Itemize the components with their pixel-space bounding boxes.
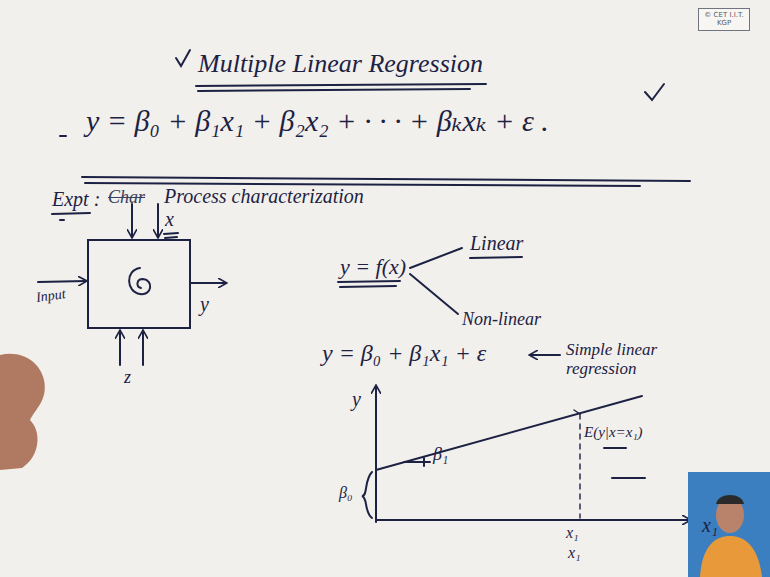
regression-line — [376, 396, 642, 470]
model-name: Simple linear regression — [566, 341, 691, 378]
y-axis — [375, 386, 377, 522]
model-equation: y = β₀ + β₁x₁ + β₂x₂ + · · · + βₖxₖ + ε … — [86, 104, 549, 137]
noise-label: z — [124, 368, 131, 388]
underline — [164, 233, 178, 234]
underline — [612, 477, 645, 479]
slope-label: β₁ — [433, 445, 448, 465]
branch-line — [410, 274, 458, 314]
factor-arrow — [131, 204, 133, 237]
hand — [0, 354, 45, 470]
simple-equation: y = β₀ + β₁x₁ + ε — [322, 340, 486, 366]
title-underline — [196, 84, 486, 86]
leader-line — [574, 410, 580, 414]
process-symbol — [129, 268, 150, 294]
underline — [165, 237, 177, 238]
branch-line — [410, 248, 462, 268]
underline — [52, 213, 90, 214]
factor-arrow — [157, 204, 159, 237]
guide-line — [579, 414, 580, 518]
x-axis — [376, 519, 690, 521]
struck-word: Char — [108, 188, 145, 208]
input-arrow — [38, 281, 86, 282]
tick-label: x₁ — [566, 524, 579, 542]
logo-text: © CET I.I.T. KGP — [702, 11, 746, 28]
factor-label: x — [165, 208, 174, 230]
expectation-label: E(y|x=x₁) — [584, 424, 643, 441]
axis-label: y — [352, 388, 361, 410]
process-box — [88, 240, 190, 328]
underline — [470, 257, 522, 258]
slope-mark — [404, 458, 430, 466]
equation-underline — [82, 177, 690, 181]
presenter-video — [688, 472, 770, 577]
axis-label: x₁ — [702, 514, 718, 536]
noise-arrow — [119, 331, 121, 365]
dash — [60, 135, 66, 137]
title: Multiple Linear Regression — [198, 50, 483, 79]
function-label: y = f(x) — [340, 255, 406, 279]
input-label: Input — [35, 286, 66, 305]
underline — [60, 219, 64, 221]
underline — [338, 281, 400, 282]
logo-box: © CET I.I.T. KGP — [698, 8, 750, 31]
section-heading: Process characterization — [164, 185, 364, 207]
title-underline — [198, 89, 470, 91]
branch-label: Linear — [470, 232, 523, 254]
intercept-bracket — [362, 472, 372, 518]
check-mark — [645, 84, 664, 100]
underline — [340, 286, 396, 287]
output-label: y — [200, 293, 209, 315]
tick-label: x₁ — [568, 544, 581, 562]
intercept-label: β₀ — [339, 484, 353, 502]
section-label: Expt : — [52, 188, 100, 210]
noise-arrow — [142, 331, 144, 365]
output-arrow — [190, 282, 226, 284]
underline — [604, 447, 626, 449]
check-mark — [176, 50, 190, 66]
branch-label: Non-linear — [462, 310, 541, 330]
pointer-arrow — [530, 354, 560, 356]
